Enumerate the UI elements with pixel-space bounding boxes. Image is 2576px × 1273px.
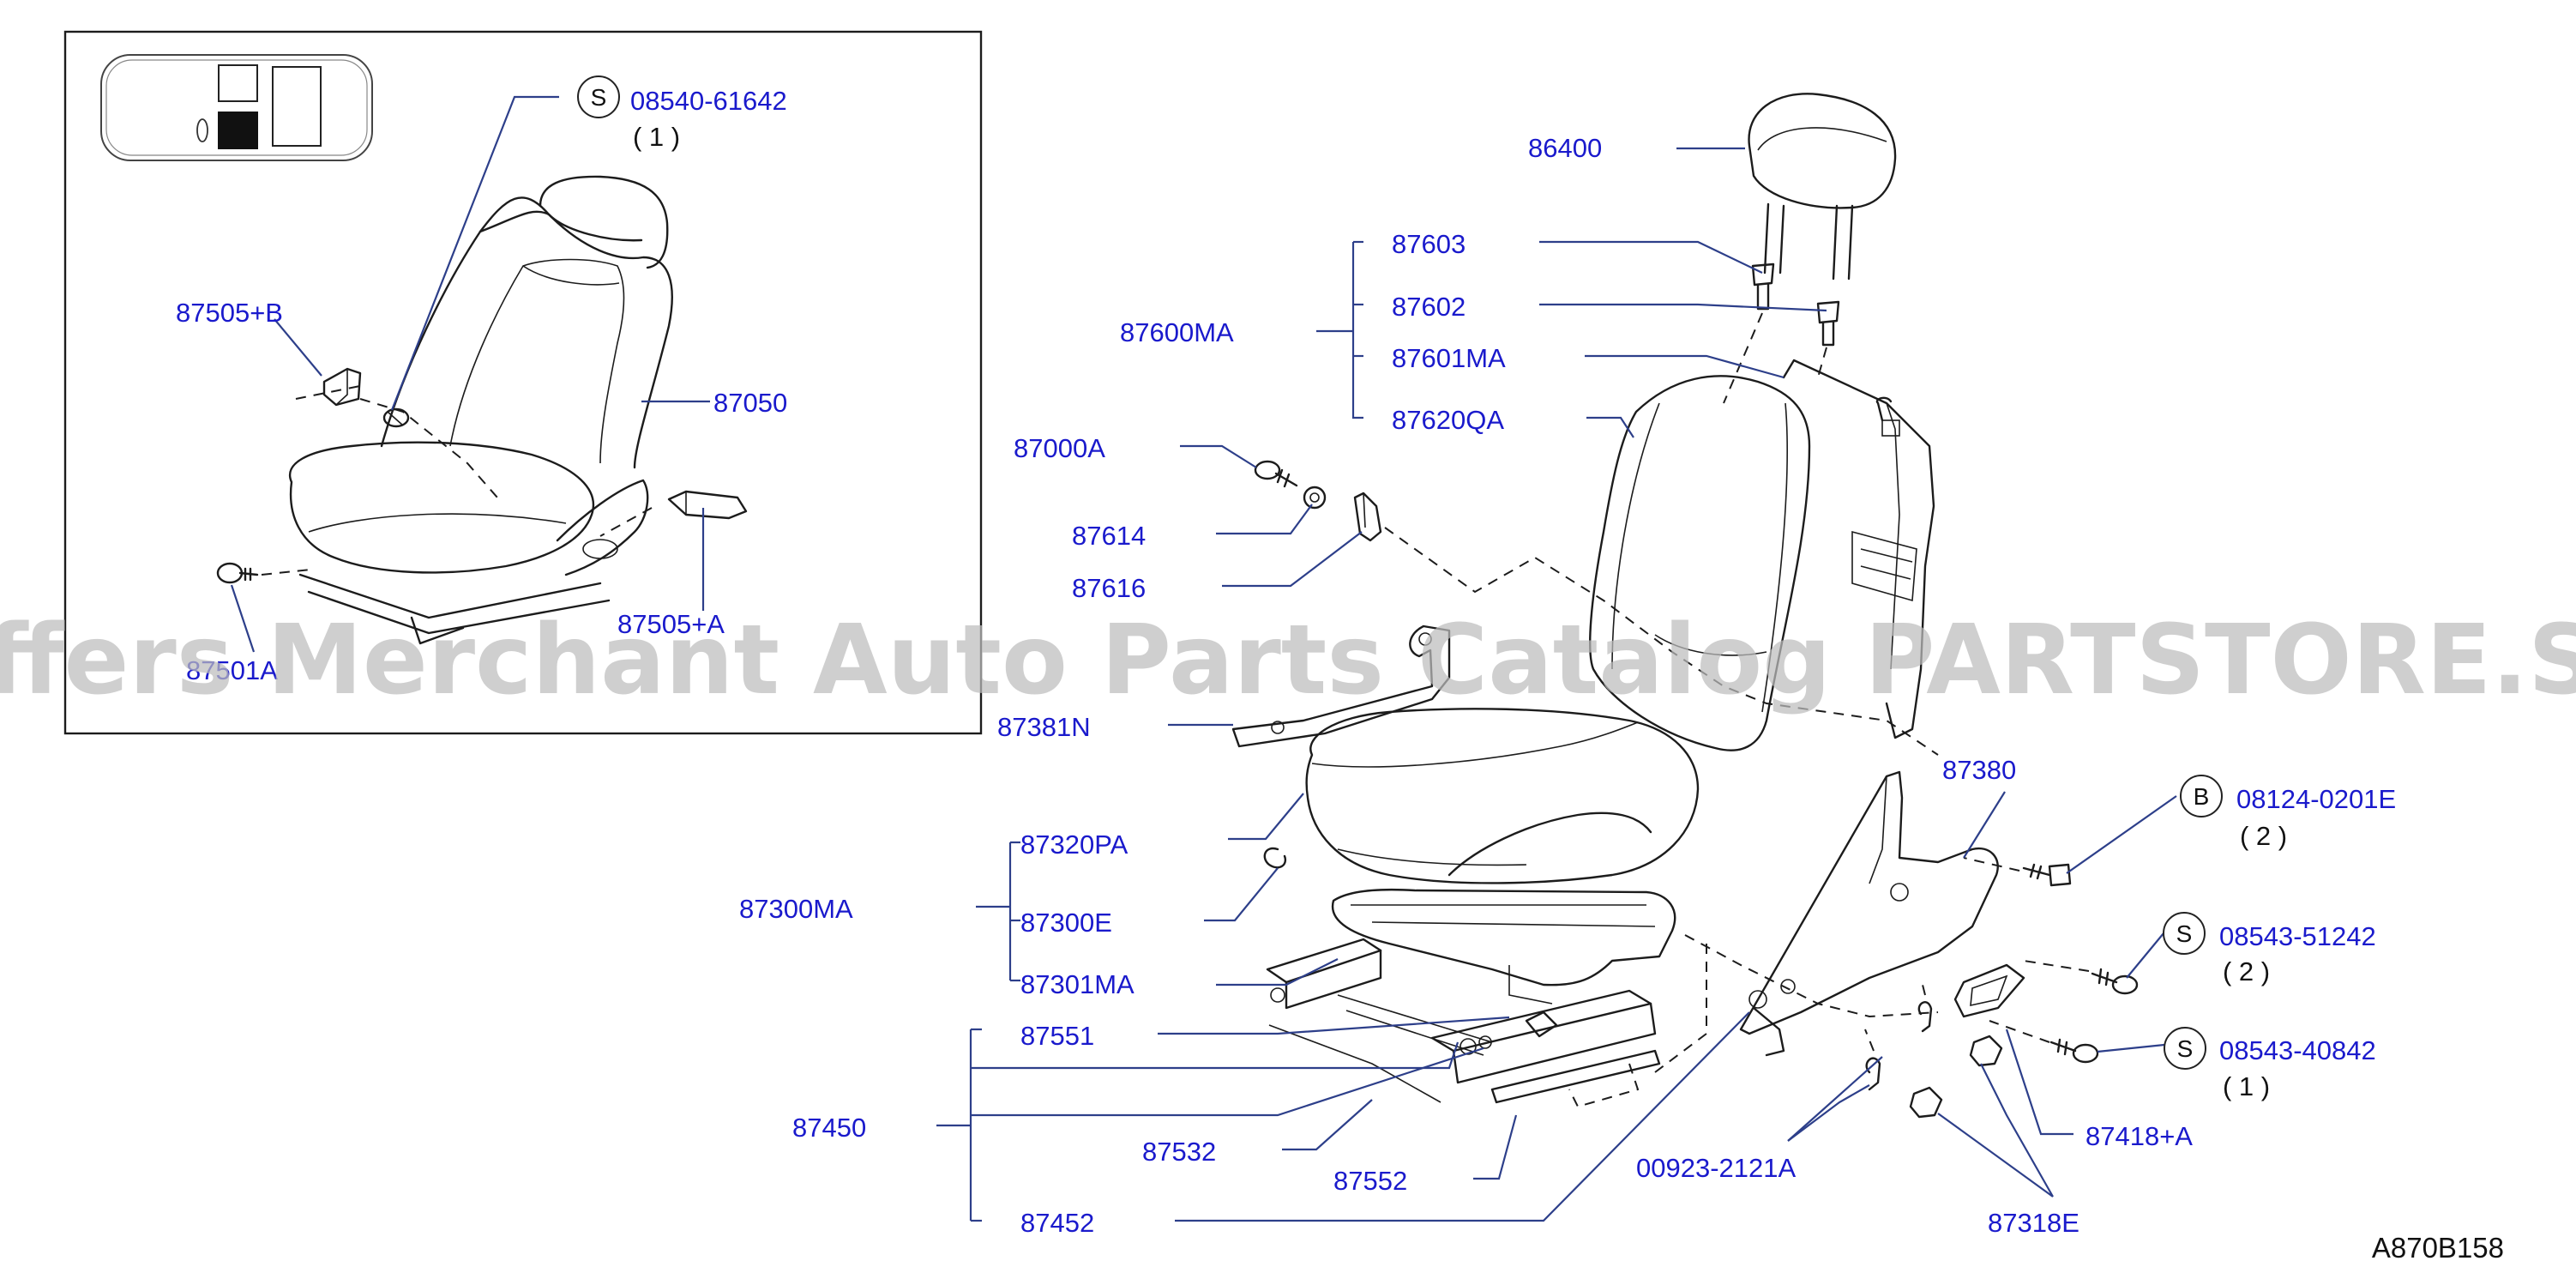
seat-slide-87450-icon [1266, 938, 1661, 1104]
label-87300MA[interactable]: 87300MA [739, 894, 853, 924]
bolt-08124-0201E-icon [2022, 863, 2072, 887]
main-seat-illustration [1231, 93, 2139, 1119]
label-87452[interactable]: 87452 [1020, 1208, 1094, 1238]
nut-87318E-icon [1909, 1035, 2003, 1119]
label-87532[interactable]: 87532 [1142, 1137, 1216, 1167]
label-87450[interactable]: 87450 [792, 1113, 866, 1143]
spring-87532-icon [1268, 1024, 1441, 1103]
qty-08540-61642: ( 1 ) [633, 122, 680, 152]
part-labels: 86400 87603 87602 87600MA 87601MA 87620Q… [739, 133, 2504, 1264]
label-87381N[interactable]: 87381N [997, 712, 1091, 742]
clip-87505B-icon [322, 367, 362, 407]
screw-08543-51242-icon [2091, 968, 2139, 995]
inset-panel: S 08540-61642 ( 1 ) 87505+B 87050 87505+… [63, 30, 983, 735]
badge-s-08543-40842: S [2164, 1027, 2206, 1070]
qty-08543-40842: ( 1 ) [2223, 1071, 2270, 1101]
cushion-87320PA-icon [1305, 708, 1700, 884]
badge-s-08543-51242: S [2163, 912, 2206, 955]
clip-00923-2121A-icon [1865, 1001, 1933, 1091]
svg-text:B: B [2194, 783, 2210, 810]
recliner-87380-icon [1739, 770, 1999, 1057]
label-08540-61642[interactable]: 08540-61642 [630, 86, 787, 116]
label-87505B[interactable]: 87505+B [176, 298, 283, 328]
headrest-86400-icon [1748, 93, 1897, 281]
vehicle-position-icon [100, 54, 373, 161]
label-08543-40842[interactable]: 08543-40842 [2219, 1035, 2376, 1065]
label-08543-51242[interactable]: 08543-51242 [2219, 921, 2376, 951]
lever-87418A-icon [1953, 963, 2025, 1018]
label-87380[interactable]: 87380 [1942, 755, 2016, 785]
qty-08124-0201E: ( 2 ) [2240, 821, 2287, 851]
clip-87300E-icon [1263, 847, 1287, 869]
badge-s-08540: S [577, 75, 620, 118]
label-86400[interactable]: 86400 [1528, 133, 1602, 163]
svg-text:S: S [2177, 1035, 2194, 1062]
bolt-87000A-icon [1254, 460, 1298, 488]
bolt-87501A-icon [216, 562, 259, 584]
label-08124-0201E[interactable]: 08124-0201E [2236, 784, 2396, 814]
label-87614[interactable]: 87614 [1072, 521, 1146, 551]
label-87505A[interactable]: 87505+A [617, 609, 725, 639]
figure-reference: A870B158 [2372, 1232, 2504, 1264]
label-00923-2121A[interactable]: 00923-2121A [1636, 1153, 1796, 1183]
label-87300E[interactable]: 87300E [1020, 908, 1112, 938]
svg-text:S: S [2176, 920, 2193, 947]
watermark-text: Offers Merchant Auto Parts Catalog PARTS… [0, 605, 2576, 716]
label-87301MA[interactable]: 87301MA [1020, 969, 1135, 999]
label-87552[interactable]: 87552 [1333, 1166, 1407, 1196]
inset-seat-illustration [216, 175, 748, 645]
label-87418A[interactable]: 87418+A [2085, 1121, 2193, 1151]
label-87620QA[interactable]: 87620QA [1392, 405, 1504, 435]
label-87602[interactable]: 87602 [1392, 292, 1466, 322]
label-87320PA[interactable]: 87320PA [1020, 830, 1129, 860]
leader-lines [936, 147, 2177, 1222]
seatback-frame-87601MA-icon [1782, 359, 1935, 739]
badge-b-08124: B [2180, 775, 2223, 817]
screw-08543-40842-icon [2049, 1038, 2099, 1064]
label-87000A[interactable]: 87000A [1014, 433, 1105, 463]
label-87501A[interactable]: 87501A [186, 655, 278, 685]
label-87318E[interactable]: 87318E [1988, 1208, 2079, 1238]
label-87603[interactable]: 87603 [1392, 229, 1466, 259]
clip-87505A-icon [667, 490, 748, 520]
seatback-87620QA-icon [1589, 375, 1811, 751]
headrest-guide-87602-icon [1816, 300, 1840, 347]
qty-08543-51242: ( 2 ) [2223, 956, 2270, 986]
label-87600MA[interactable]: 87600MA [1120, 317, 1234, 347]
label-87050[interactable]: 87050 [713, 388, 787, 418]
inset-frame [63, 30, 983, 735]
svg-text:S: S [591, 84, 607, 111]
nut-87614-icon [1303, 486, 1327, 510]
headrest-guide-87603-icon [1751, 262, 1775, 311]
label-87601MA[interactable]: 87601MA [1392, 343, 1506, 373]
cushion-frame-87301MA-icon [1331, 888, 1676, 1005]
label-87551[interactable]: 87551 [1020, 1021, 1094, 1051]
screw-08540-61642-icon [382, 407, 410, 428]
label-87616[interactable]: 87616 [1072, 573, 1146, 603]
